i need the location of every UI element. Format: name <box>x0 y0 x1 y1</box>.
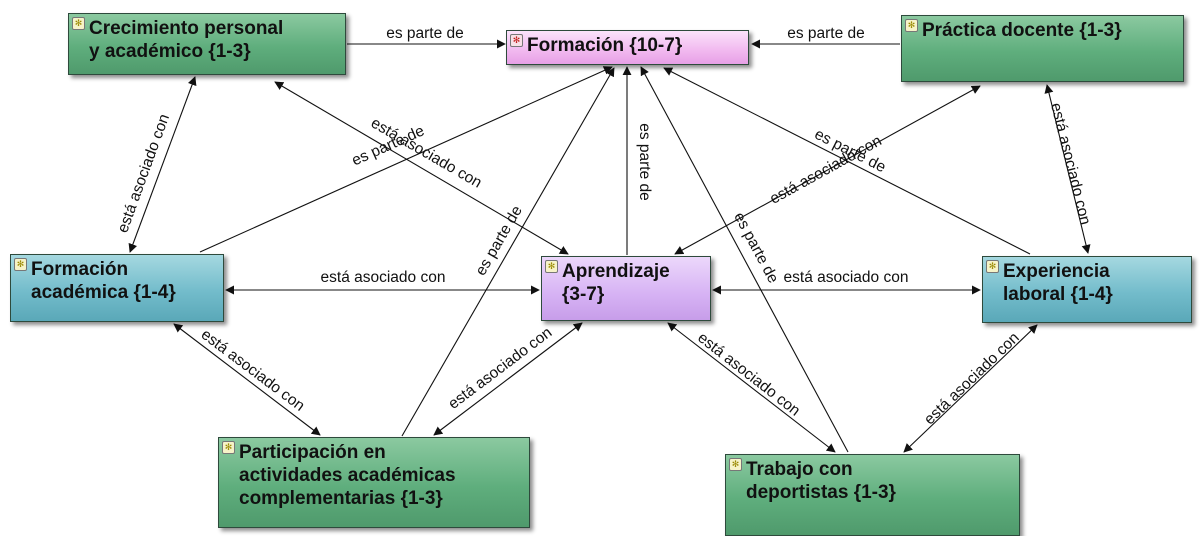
node-participacion-actividades[interactable]: ✻ Participación en actividades académica… <box>218 437 530 528</box>
relation-line-fa-part <box>173 323 321 436</box>
node-label: Experiencia laboral {1-4} <box>1003 261 1113 305</box>
relation-line-prac-exp <box>1044 84 1091 254</box>
node-crecimiento-personal[interactable]: ✻ Crecimiento personal y académico {1-3} <box>68 13 346 75</box>
memo-icon: ✻ <box>905 19 918 32</box>
relation-label-prac-form: es parte de <box>787 25 865 42</box>
node-aprendizaje[interactable]: ✻ Aprendizaje {3-7} <box>541 256 711 321</box>
node-experiencia-laboral[interactable]: ✻ Experiencia laboral {1-4} <box>982 256 1192 323</box>
node-label: Práctica docente {1-3} <box>922 20 1122 41</box>
relation-label-crec-fa: está asociado con <box>114 112 173 235</box>
node-label: Crecimiento personal y académico {1-3} <box>89 18 284 62</box>
memo-icon: ✻ <box>72 17 85 30</box>
node-label: Trabajo con deportistas {1-3} <box>746 459 896 503</box>
relation-label-crec-form: es parte de <box>386 25 464 42</box>
relation-label-exp-trab: está asociado con <box>921 329 1023 428</box>
relation-line-part-form <box>401 67 615 437</box>
relation-line-crec-apr <box>274 81 569 255</box>
node-label: Formación académica {1-4} <box>31 259 176 303</box>
relation-line-prac-apr <box>674 85 981 255</box>
relation-label-fa-apr: está asociado con <box>321 269 446 286</box>
relation-line-exp-form <box>663 67 1031 255</box>
relation-line-crec-fa <box>128 76 197 253</box>
node-formacion-academica[interactable]: ✻ Formación académica {1-4} <box>10 254 224 322</box>
relation-label-part-apr: está asociado con <box>445 324 555 413</box>
relation-line-exp-trab <box>903 324 1038 453</box>
memo-icon: ✻ <box>729 458 742 471</box>
relation-label-apr-form: es parte de <box>636 123 653 201</box>
node-label: Aprendizaje {3-7} <box>562 261 670 305</box>
relation-line-apr-trab <box>667 322 836 453</box>
memo-icon: ✻ <box>222 441 235 454</box>
node-label: Formación {10-7} <box>527 35 683 56</box>
relation-label-apr-trab: está asociado con <box>694 329 803 419</box>
memo-icon: ✻ <box>986 260 999 273</box>
memo-icon: ✻ <box>510 34 523 47</box>
relation-label-prac-exp: está asociado con <box>1047 101 1094 226</box>
relation-line-part-apr <box>433 322 583 436</box>
node-practica-docente[interactable]: ✻ Práctica docente {1-3} <box>901 15 1184 82</box>
relation-line-fa-form <box>199 66 613 253</box>
memo-icon: ✻ <box>14 258 27 271</box>
node-formacion[interactable]: ✻ Formación {10-7} <box>506 30 749 65</box>
relation-label-fa-part: está asociado con <box>198 326 308 415</box>
memo-icon: ✻ <box>545 260 558 273</box>
node-label: Participación en actividades académicas … <box>239 442 456 509</box>
relation-label-apr-exp: está asociado con <box>784 269 909 286</box>
node-trabajo-deportistas[interactable]: ✻ Trabajo con deportistas {1-3} <box>725 454 1020 536</box>
